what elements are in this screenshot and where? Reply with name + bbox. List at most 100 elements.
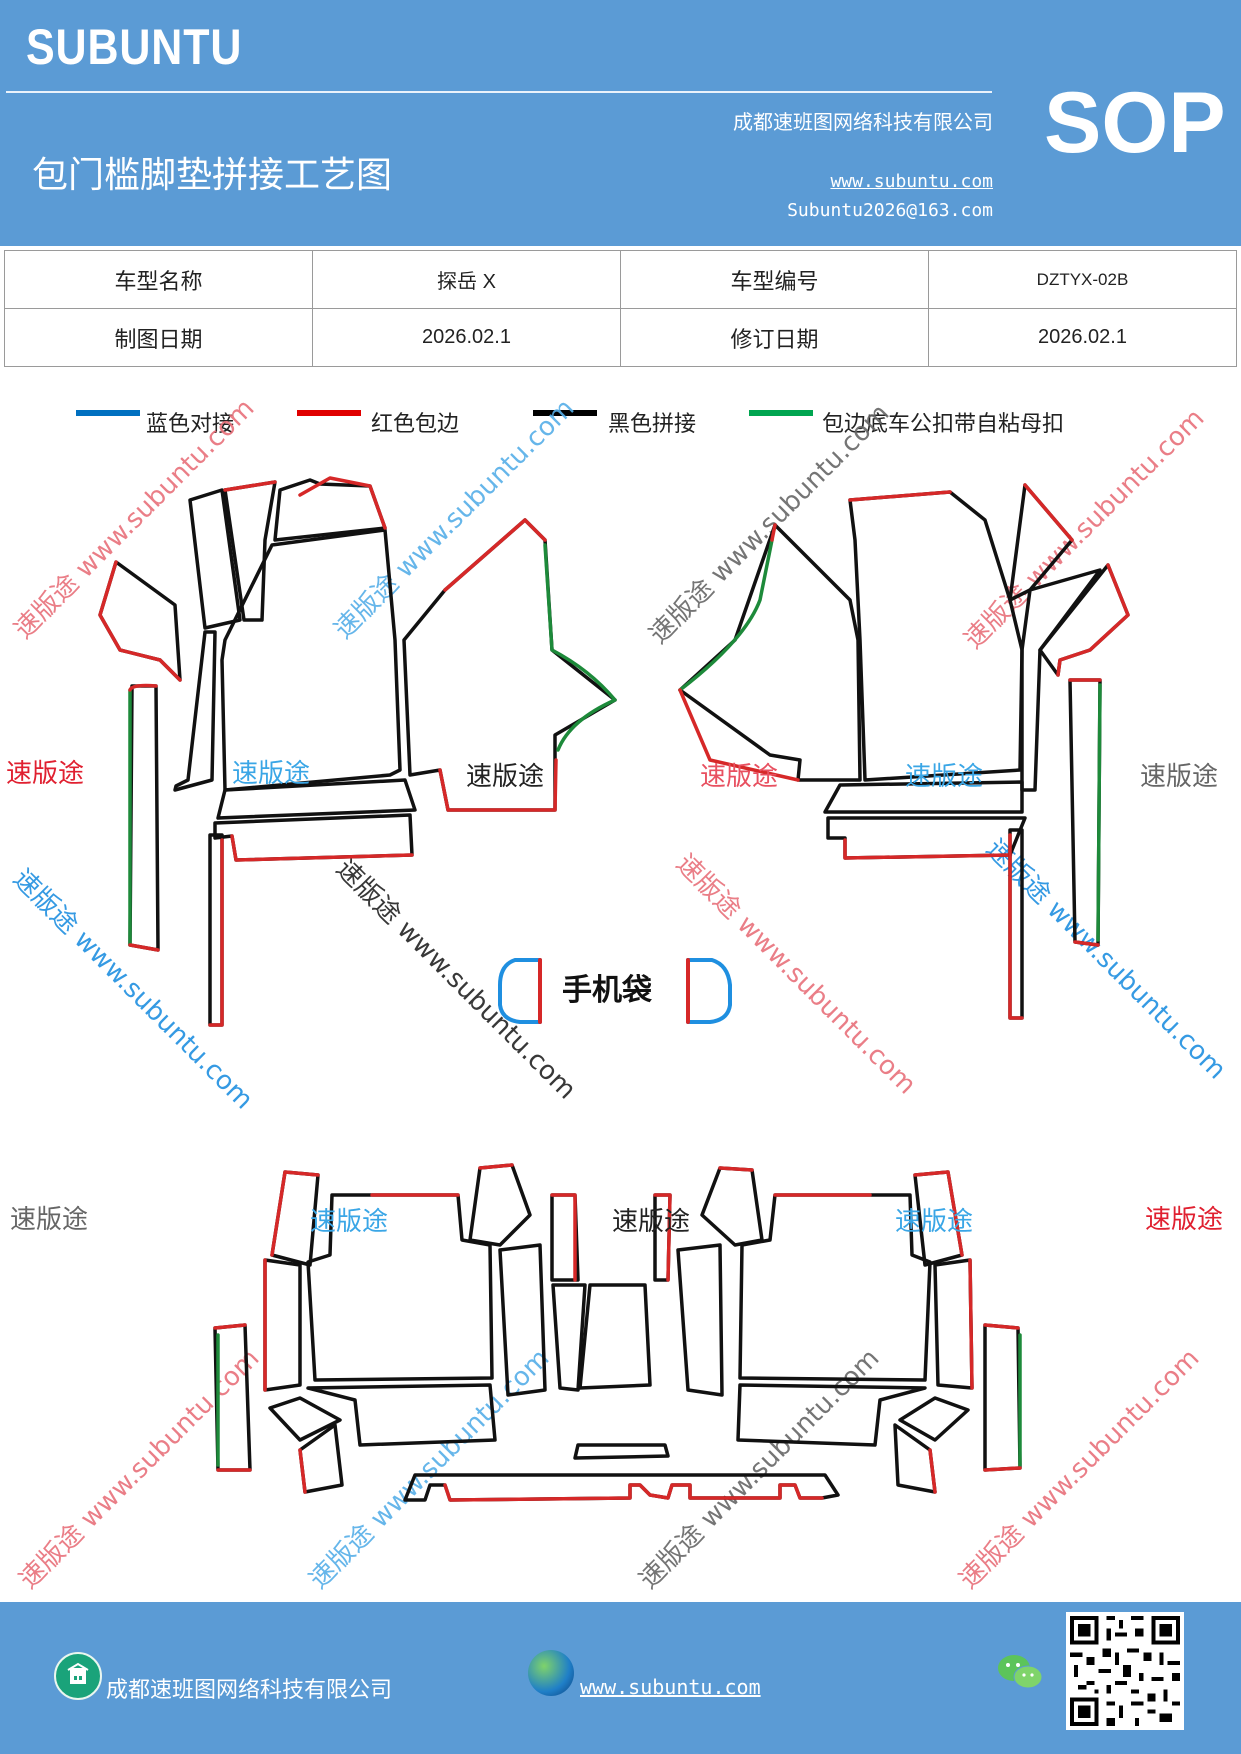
mat-edge-red — [270, 1170, 320, 1257]
footer-website-link[interactable]: www.subuntu.com — [580, 1675, 761, 1699]
piece-label: 速版途 — [1140, 762, 1218, 792]
mat-edge-red — [968, 1258, 974, 1390]
mat-edge-red — [848, 490, 952, 502]
watermark: 速版途 www.subuntu.com — [980, 834, 1232, 1086]
brand-logo: SUBUNTU — [26, 19, 243, 75]
mat-edge-red — [913, 1170, 964, 1257]
table-row: 制图日期 2026.02.1 修订日期 2026.02.1 — [4, 308, 1237, 367]
mat-edge-red — [443, 1483, 824, 1502]
piece-label: 速版途 — [905, 762, 983, 792]
mat-piece — [898, 1396, 970, 1442]
mat-edge-red — [128, 683, 160, 952]
model-code-label: 车型编号 — [620, 250, 929, 309]
mat-piece — [848, 490, 1024, 782]
legend-blue-swatch — [76, 410, 140, 416]
mat-edge-green — [1096, 683, 1102, 942]
mat-edge-red — [770, 523, 777, 542]
mat-piece — [216, 778, 417, 820]
mat-edge-red — [1008, 833, 1024, 1020]
draw-date-label: 制图日期 — [4, 308, 313, 367]
mat-edge-red — [98, 560, 182, 682]
mat-piece — [676, 1243, 724, 1397]
mat-piece — [573, 1443, 670, 1460]
mat-edge-red — [653, 1193, 672, 1282]
qr-code — [1066, 1612, 1184, 1730]
mat-edge-green — [543, 543, 617, 752]
mat-edge-red — [843, 838, 1012, 860]
mat-edge-red — [298, 1448, 307, 1494]
mat-piece — [738, 1193, 932, 1382]
mat-edge-red — [223, 480, 277, 492]
mat-edge-red — [213, 1323, 252, 1472]
watermark: 速版途 www.subuntu.com — [959, 403, 1211, 655]
phone-bag-left — [498, 958, 542, 1024]
mat-piece — [273, 478, 387, 542]
watermark: 速版途 www.subuntu.com — [9, 393, 261, 645]
model-name-label: 车型名称 — [4, 250, 313, 309]
mat-piece — [933, 1258, 974, 1390]
mat-edge-red — [928, 1448, 937, 1494]
phone-bag-label: 手机袋 — [562, 973, 652, 1008]
mat-piece — [306, 1193, 494, 1382]
mat-edge-red — [550, 1193, 577, 1282]
mat-piece — [468, 1163, 532, 1247]
wechat-icon[interactable] — [996, 1652, 1044, 1692]
legend-black-swatch — [533, 410, 597, 416]
model-name-value: 探岳 X — [312, 250, 621, 309]
piece-label: 速版途 — [466, 762, 544, 792]
legend-green-label: 包边底车公扣带自粘母扣 — [822, 412, 1065, 437]
mat-piece — [736, 1383, 927, 1447]
watermark: 速版途 www.subuntu.com — [670, 849, 922, 1101]
draw-date-value: 2026.02.1 — [312, 308, 621, 367]
mat-piece — [1068, 678, 1102, 947]
globe-icon — [528, 1650, 574, 1696]
sop-badge: SOP — [1044, 75, 1226, 171]
piece-label: 速版途 — [612, 1207, 690, 1237]
mat-piece — [498, 1243, 547, 1397]
mat-piece — [173, 630, 217, 792]
mat-edge-red — [298, 476, 387, 530]
mat-edge-red — [718, 1166, 754, 1172]
piece-label: 速版途 — [895, 1207, 973, 1237]
piece-label: 速版途 — [10, 1205, 88, 1235]
legend-black-label: 黑色拼接 — [608, 412, 697, 437]
revise-date-value: 2026.02.1 — [928, 308, 1237, 367]
mat-piece — [263, 1258, 302, 1392]
mat-piece — [678, 523, 862, 782]
legend-red-swatch — [297, 410, 361, 416]
header-email[interactable]: Subuntu2026@163.com — [787, 200, 993, 221]
info-table: 车型名称 探岳 X 车型编号 DZTYX-02B 制图日期 2026.02.1 … — [4, 250, 1237, 367]
mat-piece — [188, 488, 242, 630]
mat-piece — [700, 1166, 764, 1247]
watermark: 速版途 www.subuntu.com — [330, 854, 582, 1106]
revise-date-label: 修订日期 — [620, 308, 929, 367]
piece-label: 速版途 — [1145, 1205, 1223, 1235]
mat-edge-red — [983, 1323, 1022, 1472]
mat-piece — [213, 813, 414, 862]
mat-edge-green — [678, 538, 774, 692]
mat-piece — [823, 780, 1024, 814]
mat-edge-red — [208, 838, 224, 1027]
legend-red-label: 红色包边 — [371, 412, 460, 437]
mat-edge-red — [1056, 563, 1130, 677]
mat-edge-red — [1068, 678, 1102, 947]
mat-edge-red — [230, 834, 414, 862]
header-website-link[interactable]: www.subuntu.com — [830, 171, 993, 192]
mat-piece — [578, 1283, 652, 1390]
model-code-value: DZTYX-02B — [928, 250, 1237, 309]
mat-piece — [1020, 568, 1102, 792]
mat-piece — [983, 1323, 1022, 1472]
phone-bag-right — [686, 958, 732, 1024]
mat-piece — [268, 1396, 342, 1442]
mat-edge-red — [678, 688, 800, 782]
piece-label: 速版途 — [700, 762, 778, 792]
legend-blue-label: 蓝色对接 — [146, 412, 235, 437]
header-band — [0, 0, 1241, 246]
building-icon — [54, 1652, 102, 1700]
mat-piece — [208, 833, 224, 1027]
mat-piece — [220, 528, 402, 792]
table-row: 车型名称 探岳 X 车型编号 DZTYX-02B — [4, 250, 1237, 309]
mat-edge-red — [478, 1163, 514, 1170]
piece-label: 速版途 — [310, 1207, 388, 1237]
